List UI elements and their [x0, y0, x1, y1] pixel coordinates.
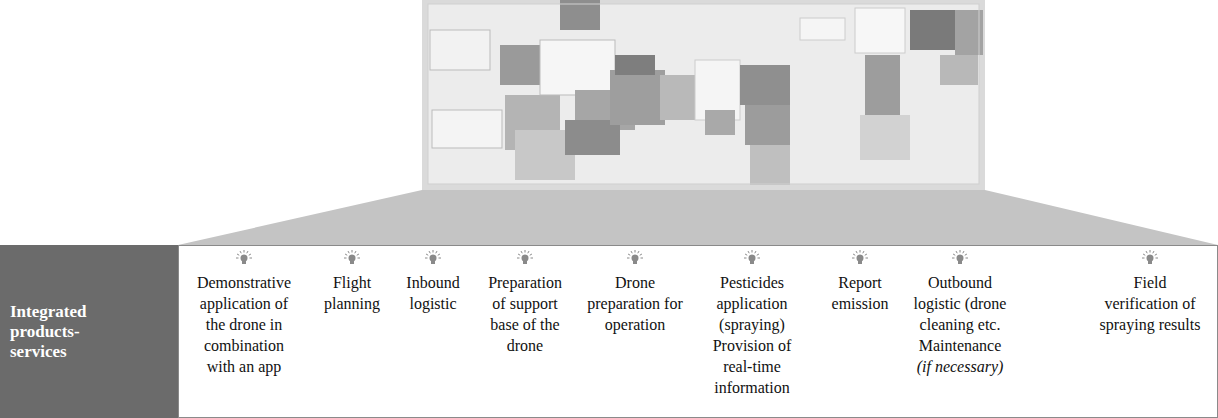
- step-column: Field verification of spraying results: [1095, 272, 1205, 335]
- step-column: Outbound logistic (drone cleaning etc.Ma…: [910, 272, 1010, 377]
- bulb-icon: [425, 250, 441, 264]
- bulb-icons: [236, 250, 1158, 264]
- zoom-trapezoid: [178, 190, 1218, 245]
- step-label: Report emission: [824, 272, 896, 314]
- step-label: Drone preparation for operation: [581, 272, 689, 335]
- step-label: Field verification of spraying results: [1095, 272, 1205, 335]
- step-label: Inbound logistic: [399, 272, 467, 314]
- step-label: (if necessary): [910, 356, 1010, 377]
- bulb-icon: [627, 250, 643, 264]
- step-column: Demonstrative application of the drone i…: [189, 272, 299, 377]
- step-label: Provision of real-time information: [700, 335, 804, 398]
- bulb-icon: [517, 250, 533, 264]
- step-label: Maintenance: [910, 335, 1010, 356]
- step-column: Preparation of support base of the drone: [481, 272, 569, 356]
- bulb-icon: [1142, 250, 1158, 264]
- steps-band: [179, 246, 1218, 418]
- step-label: Outbound logistic (drone cleaning etc.: [910, 272, 1010, 335]
- bulb-icon: [744, 250, 760, 264]
- step-label: Pesticides application (spraying): [700, 272, 804, 335]
- step-column: Flight planning: [319, 272, 385, 314]
- step-column: Inbound logistic: [399, 272, 467, 314]
- step-column: Report emission: [824, 272, 896, 314]
- step-label: Demonstrative application of the drone i…: [189, 272, 299, 377]
- step-label: Flight planning: [319, 272, 385, 314]
- whiteboard-photo: [422, 0, 985, 190]
- step-label: Preparation of support base of the drone: [481, 272, 569, 356]
- step-column: Pesticides application (spraying)Provisi…: [700, 272, 804, 398]
- bulb-icon: [952, 250, 968, 264]
- step-column: Drone preparation for operation: [581, 272, 689, 335]
- bulb-icon: [344, 250, 360, 264]
- category-box: Integrated products-services: [0, 245, 178, 418]
- bulb-icon: [852, 250, 868, 264]
- bulb-icon: [236, 250, 252, 264]
- category-label: Integrated products-services: [10, 302, 110, 362]
